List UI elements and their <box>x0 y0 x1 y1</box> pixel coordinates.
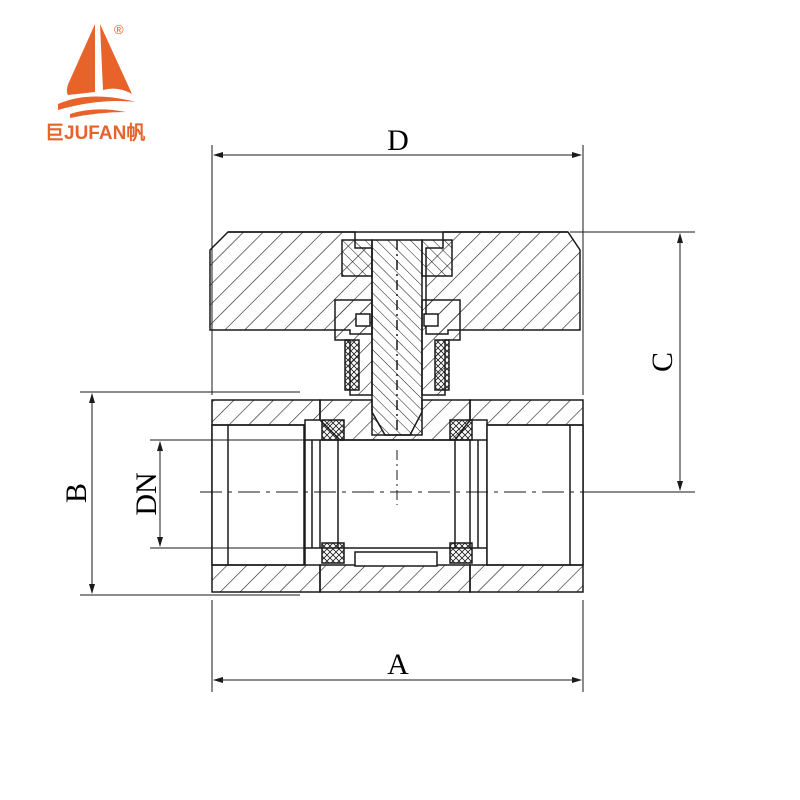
brand-name: 巨JUFAN帆 <box>45 118 145 145</box>
top-nut <box>341 239 453 277</box>
dimension-a <box>211 600 584 692</box>
valve-body-left <box>211 399 321 593</box>
label-d: D <box>387 124 409 157</box>
label-dn: DN <box>130 472 163 515</box>
dimension-c <box>570 231 695 493</box>
bore <box>305 439 487 549</box>
label-b: B <box>60 483 93 503</box>
registered-mark: ® <box>114 22 124 37</box>
sail-logo-icon <box>58 24 136 118</box>
valve-body-center <box>319 399 471 593</box>
ball-seats <box>321 419 473 564</box>
brand-wordmark: JUFAN <box>64 123 127 144</box>
centerlines <box>200 450 595 505</box>
dimension-dn <box>150 439 305 549</box>
dimension-b <box>80 391 300 596</box>
valve-stem <box>371 239 423 436</box>
label-c: C <box>646 352 679 372</box>
brand-suffix: 帆 <box>126 123 146 144</box>
label-a: A <box>387 648 409 681</box>
brand-logo <box>40 20 160 150</box>
bonnet <box>334 299 461 396</box>
dimension-d <box>211 145 584 395</box>
brand-prefix: 巨 <box>45 123 65 144</box>
valve-body-right <box>469 399 584 593</box>
